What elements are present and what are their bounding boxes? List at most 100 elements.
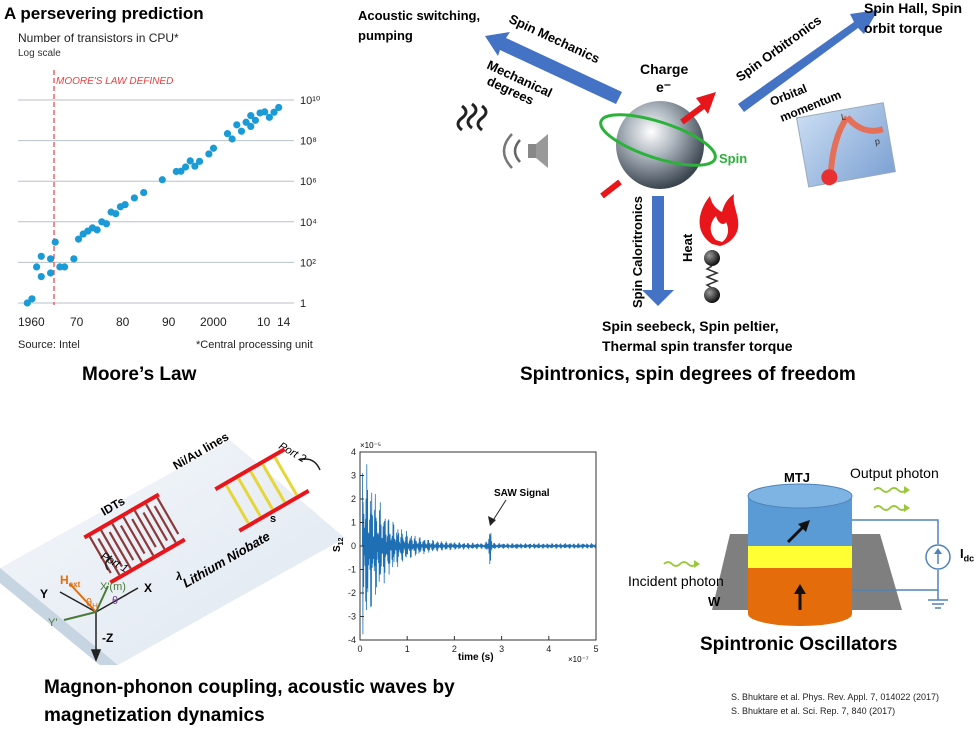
moore-xtick-70: 70: [70, 315, 84, 329]
orbital-p-label: p: [874, 136, 881, 147]
moore-data-point: [237, 127, 246, 135]
moore-data-point: [233, 121, 241, 129]
acoustic-switching-label: Acoustic switching,: [358, 8, 481, 23]
moore-data-point: [186, 157, 194, 165]
s12-ytick: 0: [351, 541, 356, 551]
spin-mechanics-arrow: [485, 32, 622, 104]
moore-data-point: [270, 108, 278, 116]
idt-finger: [156, 497, 180, 535]
moore-data-point: [23, 299, 31, 307]
idt-finger: [122, 516, 146, 555]
moore-data-point: [33, 263, 41, 271]
moore-scale-note: Log scale: [18, 48, 61, 59]
moore-data-point: [46, 255, 55, 263]
spin-caloritronics-label: Spin Caloritronics: [630, 196, 645, 308]
fixed-layer-arrowhead: [794, 584, 806, 594]
s12-xtick: 2: [452, 644, 457, 654]
moore-subtitle: Number of transistors in CPU*: [18, 31, 179, 45]
current-source-arrowhead: [934, 548, 942, 554]
reference-1: S. Bhuktare et al. Phys. Rev. Appl. 7, 0…: [731, 692, 939, 702]
w-label: W: [708, 594, 721, 609]
ground-icon: [928, 590, 948, 609]
moore-data-point: [265, 113, 273, 121]
moore-xtick-14: 14: [277, 315, 291, 329]
lithium-niobate-top: [0, 440, 345, 665]
s12-ytick: 2: [351, 494, 356, 504]
idt-finger: [97, 538, 121, 576]
moore-ytick: 10¹⁰: [300, 95, 321, 107]
moore-xtick-10: 10: [257, 315, 271, 329]
hext-vector: [69, 583, 97, 613]
spintronics-diagram: p L Spin Mechanics Mechanical degrees Sp…: [456, 10, 896, 308]
spin-orbitronics-arrow: [738, 10, 878, 112]
moore-law-label: MOORE'S LAW DEFINED: [56, 76, 173, 87]
free-layer-arrow: [786, 524, 806, 544]
moore-data-point: [261, 108, 269, 116]
spin-hall-label: Spin Hall, Spin: [864, 0, 963, 16]
lithium-niobate-side: [0, 568, 118, 665]
hext-label: Hext: [60, 573, 81, 589]
heat-ball-bottom: [704, 287, 720, 303]
heat-ball-top: [704, 250, 720, 266]
time-axis-label: time (s): [458, 652, 494, 663]
saw-caption-line2: magnetization dynamics: [44, 705, 265, 726]
idt-finger: [133, 510, 157, 548]
moore-data-point: [121, 201, 129, 209]
moore-ytick: 10⁴: [300, 217, 317, 229]
moore-data-point: [181, 163, 190, 171]
lambda-label: λ: [176, 571, 182, 583]
s12-trace: [362, 464, 597, 635]
yprime-vector: [63, 611, 97, 621]
moore-points: [23, 103, 283, 307]
orbital-l-label: L: [840, 111, 847, 122]
idt-electrodes: [83, 492, 186, 585]
orbit-torque-label: orbit torque: [864, 20, 943, 36]
moore-data-point: [70, 255, 78, 263]
moore-data-point: [228, 135, 236, 143]
sound-waves-icon: [456, 102, 488, 132]
flame-icon: [699, 194, 739, 246]
ni-au-bar: [261, 463, 286, 504]
output-photon-arrow-2: [904, 504, 910, 512]
output-photon-waves: [873, 487, 907, 511]
saw-signal-arrow: [491, 499, 507, 523]
moore-data-point: [37, 272, 45, 281]
free-layer-arrowhead: [798, 520, 810, 532]
moore-data-point: [195, 157, 204, 165]
moore-data-point: [60, 263, 69, 271]
y-multiplier: ×10⁻⁵: [360, 441, 381, 450]
idt-finger: [145, 503, 169, 542]
heat-spring: [704, 265, 720, 289]
thermal-torque-label: Thermal spin transfer torque: [602, 338, 793, 354]
moore-data-point: [37, 252, 45, 260]
spin-vector-line: [680, 101, 708, 125]
moore-data-point: [205, 150, 213, 158]
output-photon-arrow: [904, 486, 910, 494]
port2-label: Port 2: [277, 440, 308, 465]
spin-seebeck-label: Spin seebeck, Spin peltier,: [602, 318, 779, 334]
s12-xtick: 3: [499, 644, 504, 654]
moore-data-point: [251, 116, 260, 124]
moore-xtick-90: 90: [162, 315, 176, 329]
saw-device-diagram: IDTs Ni/Au lines Port 2 Port 1 s λ Lithi…: [0, 429, 345, 665]
moore-data-point: [46, 269, 55, 277]
electron-label: e⁻: [656, 79, 672, 95]
x-multiplier: ×10⁻⁷: [568, 655, 589, 664]
moore-xtick-1960: 1960: [18, 315, 45, 329]
incident-photon-wave: [663, 561, 697, 567]
moore-xtick-2000: 2000: [200, 315, 227, 329]
moore-data-point: [130, 194, 138, 202]
moore-caption: Moore’s Law: [82, 364, 197, 385]
idt-finger: [153, 505, 177, 544]
ni-au-lines: [214, 447, 310, 533]
idt-finger: [142, 512, 166, 550]
moore-data-point: [223, 130, 232, 138]
idt-finger: [131, 518, 155, 557]
moore-data-point: [191, 162, 199, 170]
moore-data-point: [242, 118, 250, 126]
incident-photon-arrow: [694, 560, 700, 568]
